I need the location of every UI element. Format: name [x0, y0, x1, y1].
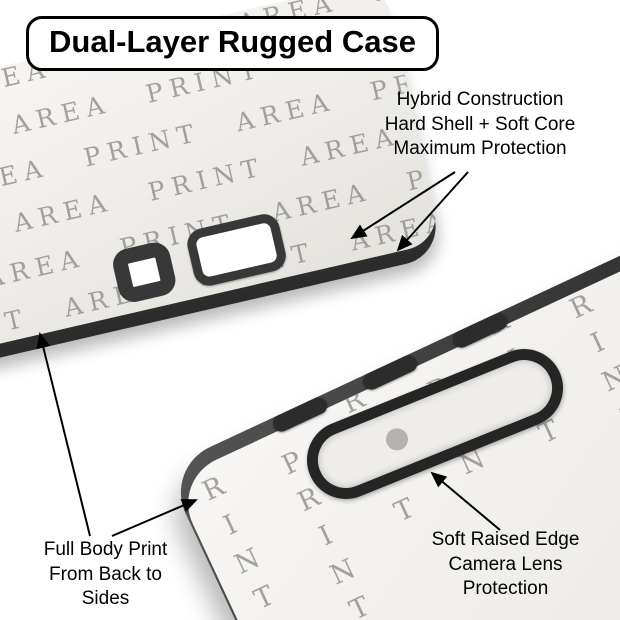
annotation-line: From Back to: [49, 563, 162, 585]
annotation-full-body-print: Full Body Print From Back to Sides: [8, 538, 203, 612]
annotation-line: Protection: [462, 578, 549, 600]
annotation-line: Full Body Print: [43, 539, 168, 560]
camera-lens-icon: [382, 425, 412, 454]
annotation-line: Hybrid Construction: [396, 89, 564, 110]
pointer-line-fullbody-1: [36, 332, 91, 537]
annotation-camera-protection: Soft Raised Edge Camera Lens Protection: [398, 528, 613, 602]
annotation-hybrid-construction: Hybrid Construction Hard Shell + Soft Co…: [330, 88, 620, 162]
annotation-line: Sides: [81, 588, 130, 610]
annotation-line: Hard Shell + Soft Core: [384, 113, 576, 135]
annotation-line: Soft Raised Edge: [431, 529, 580, 550]
annotation-line: Camera Lens: [448, 553, 563, 575]
page-title: Dual-Layer Rugged Case: [26, 16, 439, 71]
annotation-line: Maximum Protection: [393, 138, 567, 160]
